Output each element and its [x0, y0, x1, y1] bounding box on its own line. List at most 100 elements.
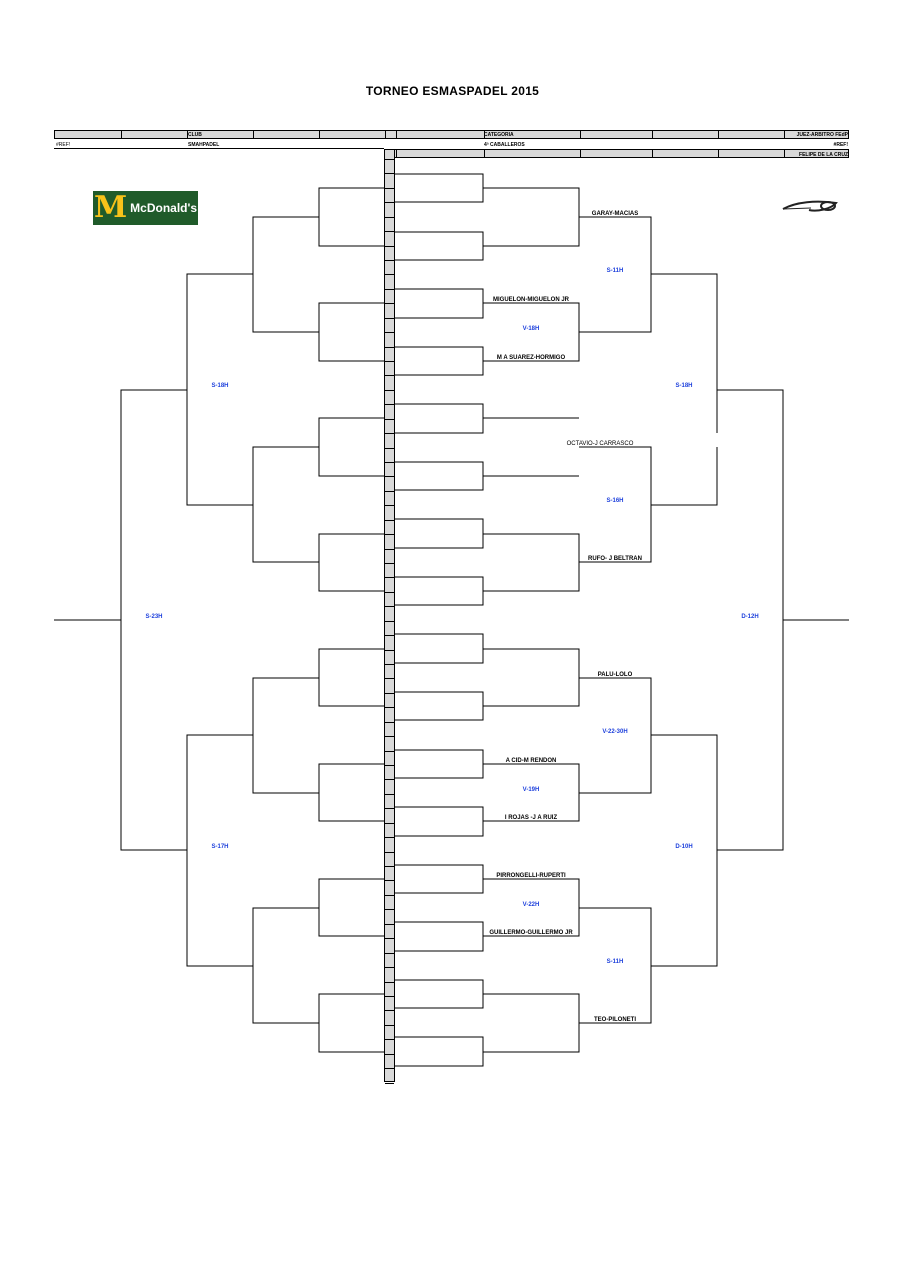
strip-row-line: [385, 837, 394, 838]
bracket-r1-p: [395, 1036, 484, 1067]
bracket-l1-c: [318, 417, 384, 477]
strip-row-line: [385, 1010, 394, 1011]
strip-row-line: [385, 577, 394, 578]
strip-row-line: [385, 274, 394, 275]
padel-federation-logo-icon: [782, 200, 838, 212]
strip-row-line: [385, 982, 394, 983]
bracket-r1-l: [395, 806, 484, 837]
strip-row-line: [385, 1039, 394, 1040]
strip-row-line: [385, 318, 394, 319]
strip-row-line: [385, 794, 394, 795]
strip-row-line: [385, 938, 394, 939]
schedule-v19h: V-19H: [522, 787, 540, 793]
strip-row-line: [385, 880, 394, 881]
schedule-v18h-top: V-18H: [522, 326, 540, 332]
bracket-l1-b: [318, 302, 384, 362]
bracket-l1-f: [318, 763, 384, 822]
strip-row-line: [385, 1054, 394, 1055]
bracket-r4-a: [651, 273, 718, 433]
strip-row-line: [385, 549, 394, 550]
golden-arches-icon: M: [93, 190, 128, 225]
team-octavio: OCTAVIO-J CARRASCO: [566, 441, 634, 447]
referee-label: JUEZ-ARBITRO FEdP: [796, 132, 848, 138]
strip-row-line: [385, 751, 394, 752]
club-value: SMAHPADEL: [188, 142, 220, 148]
team-acid: A CID-M RENDON: [505, 758, 557, 764]
strip-row-line: [385, 953, 394, 954]
strip-row-line: [385, 1068, 394, 1069]
bracket-l1-a: [318, 187, 384, 247]
schedule-s11h-top: S-11H: [606, 268, 624, 274]
strip-row-line: [385, 173, 394, 174]
strip-row-line: [385, 361, 394, 362]
bracket-l2-b: [252, 446, 319, 563]
team-miguelon: MIGUELON-MIGUELON JR: [493, 297, 569, 303]
bracket-r2-e: [483, 648, 580, 707]
club-label: CLUB: [188, 132, 202, 138]
strip-row-line: [385, 332, 394, 333]
bracket-r1-h: [395, 576, 484, 606]
bracket-r2-a: [483, 187, 580, 247]
strip-row-line: [385, 707, 394, 708]
referee-name: FELIPE DE LA CRUZ: [799, 152, 848, 158]
header-row-labels: [54, 130, 849, 139]
team-suarez: M A SUAREZ-HORMIGO: [496, 355, 566, 361]
strip-row-line: [385, 202, 394, 203]
strip-row-line: [385, 303, 394, 304]
strip-row-line: [385, 404, 394, 405]
bracket-r1-c: [395, 288, 484, 319]
strip-row-line: [385, 217, 394, 218]
strip-row-line: [385, 592, 394, 593]
bracket-l2-a: [252, 216, 319, 333]
schedule-d10h: D-10H: [675, 844, 693, 850]
bracket-r1-k: [395, 749, 484, 779]
strip-row-line: [385, 606, 394, 607]
bracket-l2-c: [252, 677, 319, 794]
strip-row-line: [385, 823, 394, 824]
strip-row-line: [385, 448, 394, 449]
strip-row-line: [385, 419, 394, 420]
strip-row-line: [385, 650, 394, 651]
strip-row-line: [385, 289, 394, 290]
strip-row-line: [385, 765, 394, 766]
bracket-r1-d: [395, 346, 484, 376]
strip-row-line: [385, 390, 394, 391]
center-grid-strip: [384, 149, 395, 1084]
header-underline: [54, 148, 384, 149]
schedule-s16h: S-16H: [606, 498, 624, 504]
bracket-r4-a2: [651, 447, 718, 506]
strip-row-line: [385, 188, 394, 189]
schedule-s23h: S-23H: [145, 614, 163, 620]
category-label: CATEGORIA: [484, 132, 514, 138]
strip-row-line: [385, 1025, 394, 1026]
bracket-r1-n: [395, 921, 484, 952]
schedule-v22h: V-22H: [522, 902, 540, 908]
team-palu: PALU-LOLO: [597, 672, 633, 678]
strip-row-line: [385, 722, 394, 723]
strip-row-line: [385, 852, 394, 853]
strip-row-line: [385, 967, 394, 968]
bracket-r1-g: [395, 518, 484, 549]
team-guillermo: GUILLERMO-GUILLERMO JR: [489, 930, 573, 936]
bracket-l1-e: [318, 648, 384, 707]
strip-row-line: [385, 462, 394, 463]
strip-row-line: [385, 563, 394, 564]
bracket-r1-i: [395, 633, 484, 664]
bracket-r2-h: [483, 993, 580, 1053]
page-title: TORNEO ESMASPADEL 2015: [365, 84, 540, 98]
team-garay-macias: GARAY-MACIAS: [591, 211, 639, 217]
bracket-r1-e: [395, 403, 484, 434]
referee-code: #REF!: [833, 142, 848, 148]
strip-row-line: [385, 621, 394, 622]
bracket-r1-j: [395, 691, 484, 721]
strip-row-line: [385, 260, 394, 261]
strip-row-line: [385, 664, 394, 665]
schedule-v2230h: V-22-30H: [602, 729, 628, 735]
left-code: #REF!: [56, 142, 71, 148]
bracket-r1-a: [395, 173, 484, 203]
strip-row-line: [385, 895, 394, 896]
strip-row-line: [385, 476, 394, 477]
strip-row-line: [385, 491, 394, 492]
strip-row-line: [385, 808, 394, 809]
